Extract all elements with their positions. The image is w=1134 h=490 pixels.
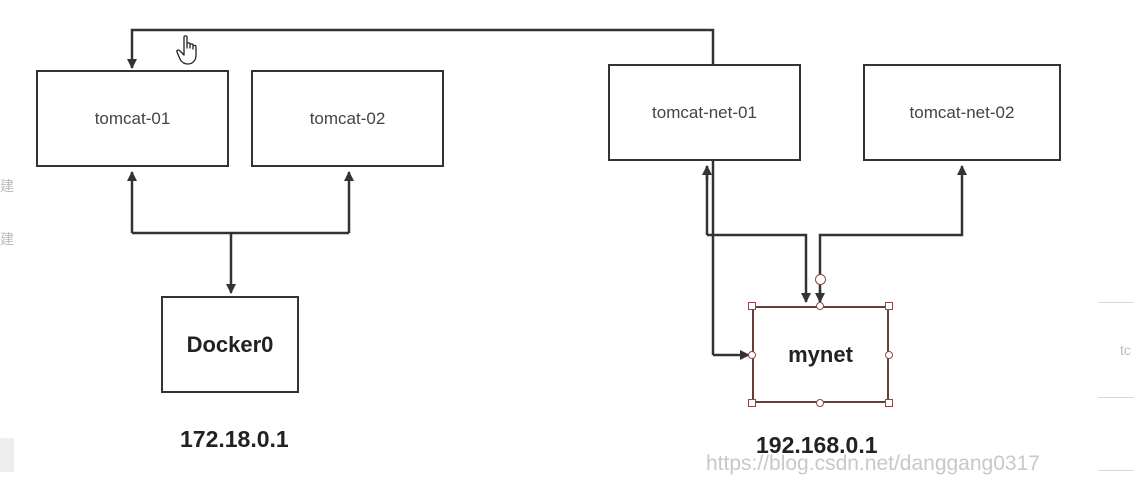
edge-glyph-left-bottom: 建 bbox=[0, 232, 14, 248]
edge-glyph-left-top: 建 bbox=[0, 179, 14, 195]
ip-label-docker0: 172.18.0.1 bbox=[180, 426, 289, 452]
resize-handle-top-left[interactable] bbox=[748, 302, 756, 310]
resize-handle-bottom-left[interactable] bbox=[748, 399, 756, 407]
edge-text-right: tc bbox=[1120, 342, 1131, 358]
node-tomcat-01[interactable]: tomcat-01 bbox=[36, 70, 229, 167]
side-divider-bottom bbox=[1098, 470, 1134, 471]
side-divider-middle bbox=[1098, 397, 1134, 398]
connector-tomcatnet02-mynet bbox=[818, 165, 967, 302]
resize-handle-top-right[interactable] bbox=[885, 302, 893, 310]
connector-tomcat01-mynet bbox=[127, 28, 715, 355]
node-tomcat-02[interactable]: tomcat-02 bbox=[251, 70, 444, 167]
node-tomcat-net-02[interactable]: tomcat-net-02 bbox=[863, 64, 1061, 161]
left-edge-panel bbox=[0, 438, 14, 472]
resize-handle-top[interactable] bbox=[816, 302, 824, 310]
resize-handle-left[interactable] bbox=[748, 351, 756, 359]
node-docker0[interactable]: Docker0 bbox=[161, 296, 299, 393]
node-tomcat-net-01[interactable]: tomcat-net-01 bbox=[608, 64, 801, 161]
watermark: https://blog.csdn.net/danggang0317 bbox=[706, 452, 1040, 475]
resize-handle-bottom[interactable] bbox=[816, 399, 824, 407]
resize-handle-right[interactable] bbox=[885, 351, 893, 359]
ip-label-mynet: 192.168.0.1 bbox=[756, 432, 878, 458]
connection-point-handle[interactable] bbox=[815, 274, 826, 285]
hand-pointer-icon bbox=[176, 35, 197, 65]
resize-handle-bottom-right[interactable] bbox=[885, 399, 893, 407]
side-divider-top bbox=[1098, 302, 1134, 303]
node-mynet[interactable]: mynet bbox=[752, 306, 889, 403]
